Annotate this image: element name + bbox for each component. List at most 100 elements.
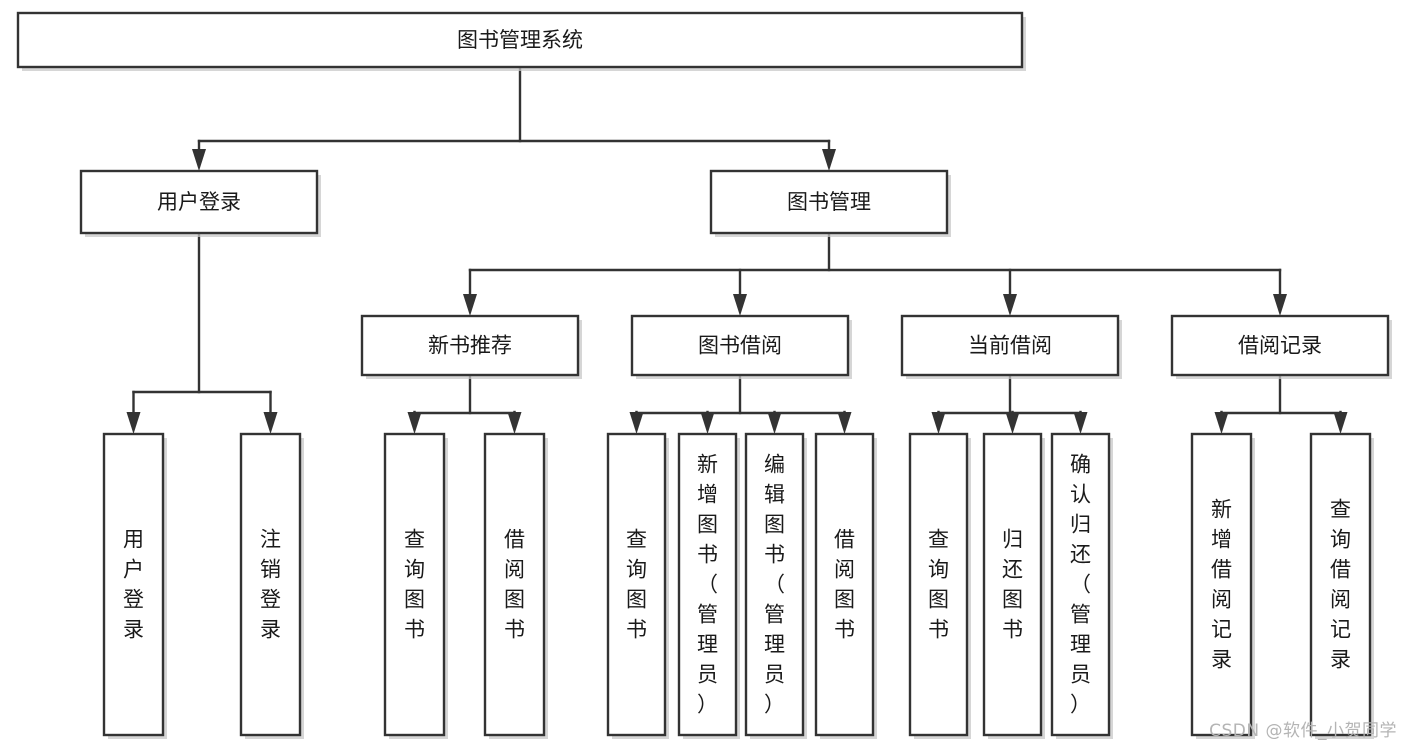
leaf-label-char: 员	[1070, 663, 1091, 687]
leaf-label-char: 销	[260, 558, 281, 582]
leaf-label-char: ）	[1070, 693, 1091, 717]
arrow-head	[1073, 412, 1088, 434]
node-label: 新书推荐	[428, 334, 512, 358]
box-outline	[630, 314, 850, 377]
leaf-label-char: 询	[626, 558, 647, 582]
leaf-label-char: （	[697, 573, 718, 597]
leaf-label-char: 增	[697, 483, 718, 507]
leaf-label-char: 录	[123, 618, 144, 642]
leaf-label-char: 理	[764, 633, 785, 657]
arrow-head	[1273, 294, 1287, 316]
box-outline	[1309, 432, 1372, 737]
connector-layer	[126, 65, 1348, 434]
leaf-label-char: 户	[123, 558, 144, 582]
leaf-label-char: 查	[626, 528, 647, 552]
box-outline	[16, 11, 1024, 69]
leaf-label-char: 记	[1330, 618, 1351, 642]
leaf-label-char: 询	[928, 558, 949, 582]
leaf-label-char: 登	[260, 588, 281, 612]
leaf-label-char: 辑	[764, 483, 785, 507]
node-l2-用户登录[interactable]: 用户登录	[79, 169, 321, 237]
arrow-head	[507, 412, 522, 434]
node-root-图书管理系统[interactable]: 图书管理系统	[16, 11, 1026, 71]
leaf-label-char: 登	[123, 588, 144, 612]
leaf-label-char: 记	[1211, 618, 1232, 642]
leaf-label-char: ）	[764, 693, 785, 717]
leaf-label-char: 书	[834, 618, 855, 642]
leaf-label-char: 确	[1070, 453, 1091, 477]
box-outline	[908, 432, 969, 737]
box-outline	[982, 432, 1043, 737]
arrow-head	[263, 412, 278, 434]
box-outline	[1190, 432, 1253, 737]
arrow-head	[733, 294, 747, 316]
node-leaf-用户登录[interactable]: 用户登录	[102, 432, 167, 739]
leaf-label-char: （	[764, 573, 785, 597]
leaf-label-char: 书	[504, 618, 525, 642]
arrow-head	[192, 149, 206, 171]
leaf-label-char: 图	[764, 513, 785, 537]
leaf-label-char: 录	[260, 618, 281, 642]
arrow-head	[629, 412, 644, 434]
node-l3-借阅记录[interactable]: 借阅记录	[1170, 314, 1392, 379]
node-l3-图书借阅[interactable]: 图书借阅	[630, 314, 852, 379]
arrow-head	[463, 294, 477, 316]
box-outline	[744, 432, 805, 737]
node-l3-新书推荐[interactable]: 新书推荐	[360, 314, 582, 379]
arrow-head	[837, 412, 852, 434]
leaf-label-char: 图	[404, 588, 425, 612]
leaf-label-char: 理	[697, 633, 718, 657]
box-outline	[239, 432, 302, 737]
box-outline	[483, 432, 546, 737]
arrow-head	[126, 412, 141, 434]
arrow-head	[1003, 294, 1017, 316]
box-outline	[383, 432, 446, 737]
leaf-label-char: 注	[260, 528, 281, 552]
leaf-label-char: 询	[404, 558, 425, 582]
leaf-label-char: 还	[1070, 543, 1091, 567]
node-label: 图书借阅	[698, 334, 782, 358]
leaf-label-char: 录	[1211, 648, 1232, 672]
node-label: 用户登录	[157, 190, 241, 214]
box-outline	[709, 169, 949, 235]
box-outline	[900, 314, 1120, 377]
box-outline	[360, 314, 580, 377]
leaf-label-char: 借	[504, 528, 525, 552]
leaf-label-char: 新	[697, 453, 718, 477]
node-l2-图书管理[interactable]: 图书管理	[709, 169, 951, 237]
arrow-head	[407, 412, 422, 434]
leaf-label-char: 阅	[504, 558, 525, 582]
leaf-label-char: 书	[928, 618, 949, 642]
arrow-head	[822, 149, 836, 171]
leaf-label-char: 书	[697, 543, 718, 567]
box-outline	[102, 432, 165, 737]
arrow-head	[1005, 412, 1020, 434]
leaf-label-char: 借	[834, 528, 855, 552]
node-l3-当前借阅[interactable]: 当前借阅	[900, 314, 1122, 379]
leaf-label-char: 书	[764, 543, 785, 567]
leaf-label-char: 借	[1211, 558, 1232, 582]
arrow-head	[700, 412, 715, 434]
leaf-label-char: 归	[1070, 513, 1091, 537]
leaf-label-char: 还	[1002, 558, 1023, 582]
leaf-label-char: （	[1070, 573, 1091, 597]
leaf-label-char: 图	[626, 588, 647, 612]
leaf-label-char: 查	[404, 528, 425, 552]
leaf-label-char: 图	[504, 588, 525, 612]
leaf-label-char: 编	[764, 453, 785, 477]
box-outline	[677, 432, 738, 737]
arrow-head	[1214, 412, 1229, 434]
